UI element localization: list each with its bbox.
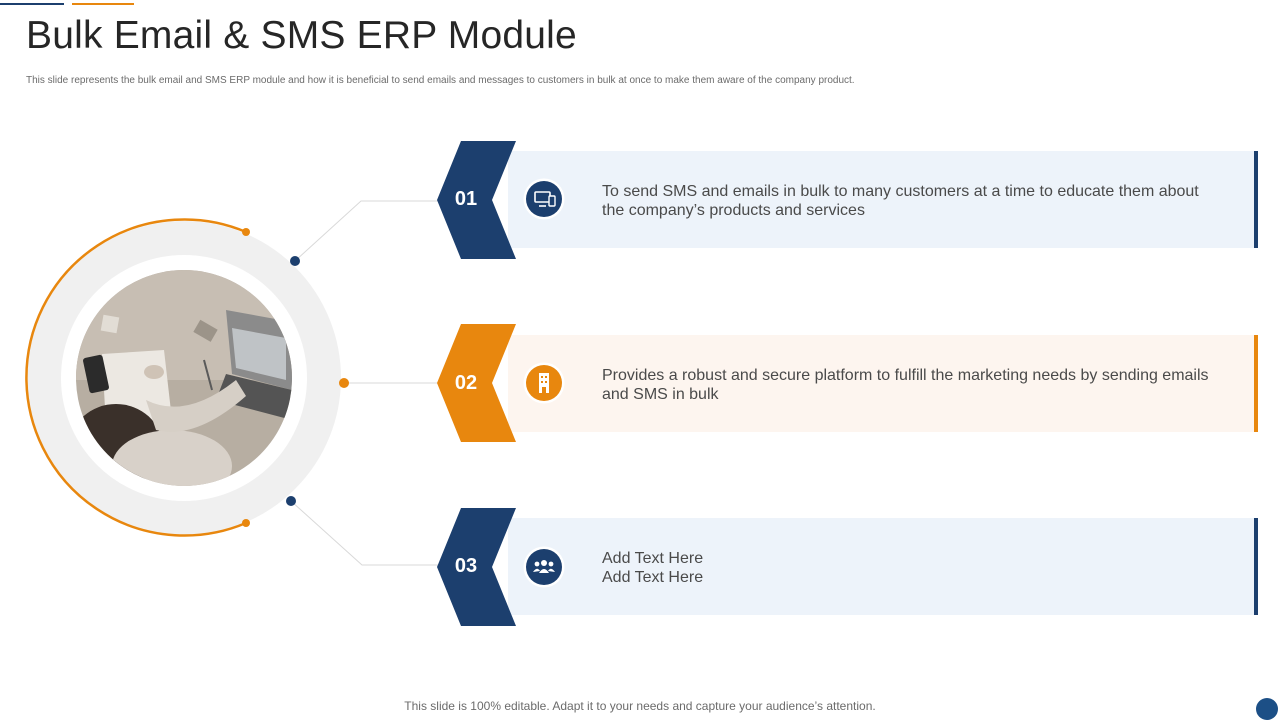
row-text-01: To send SMS and emails in bulk to many c… bbox=[602, 183, 1199, 219]
connector-01 bbox=[294, 200, 440, 262]
row-text-03-line-2: Add Text Here bbox=[602, 569, 704, 586]
workspace-photo bbox=[76, 270, 292, 486]
row-number-01: 01 bbox=[454, 188, 478, 210]
connector-dot-02 bbox=[339, 378, 349, 388]
chevron-01 bbox=[437, 141, 516, 259]
connector-03 bbox=[290, 500, 440, 566]
row-panel-03 bbox=[508, 518, 1258, 615]
row-panel-01 bbox=[508, 151, 1258, 248]
team-icon bbox=[523, 546, 565, 588]
row-panel-02 bbox=[508, 335, 1258, 432]
page-title: Bulk Email & SMS ERP Module bbox=[26, 14, 577, 57]
devices-icon bbox=[523, 178, 565, 220]
arc-dot-top bbox=[242, 228, 250, 236]
grey-ring bbox=[27, 221, 341, 535]
page-subtitle: This slide represents the bulk email and… bbox=[26, 75, 855, 86]
chevron-02 bbox=[437, 324, 516, 442]
connector-dot-01 bbox=[290, 256, 300, 266]
row-text-03: Add Text Here Add Text Here bbox=[602, 549, 1222, 587]
row-number-02: 02 bbox=[454, 372, 478, 394]
chevron-03 bbox=[437, 508, 516, 626]
top-accent-line-blue bbox=[0, 3, 64, 5]
connector-dot-03 bbox=[286, 496, 296, 506]
row-text-03-line-1: Add Text Here bbox=[602, 550, 704, 567]
row-number-03: 03 bbox=[454, 555, 478, 577]
corner-dot bbox=[1256, 698, 1278, 720]
top-accent-line-orange bbox=[72, 3, 134, 5]
arc-dot-bottom bbox=[242, 519, 250, 527]
orange-arc bbox=[25, 218, 247, 537]
footer-note: This slide is 100% editable. Adapt it to… bbox=[404, 699, 876, 713]
row-text-02: Provides a robust and secure platform to… bbox=[602, 367, 1209, 403]
building-icon bbox=[523, 362, 565, 404]
